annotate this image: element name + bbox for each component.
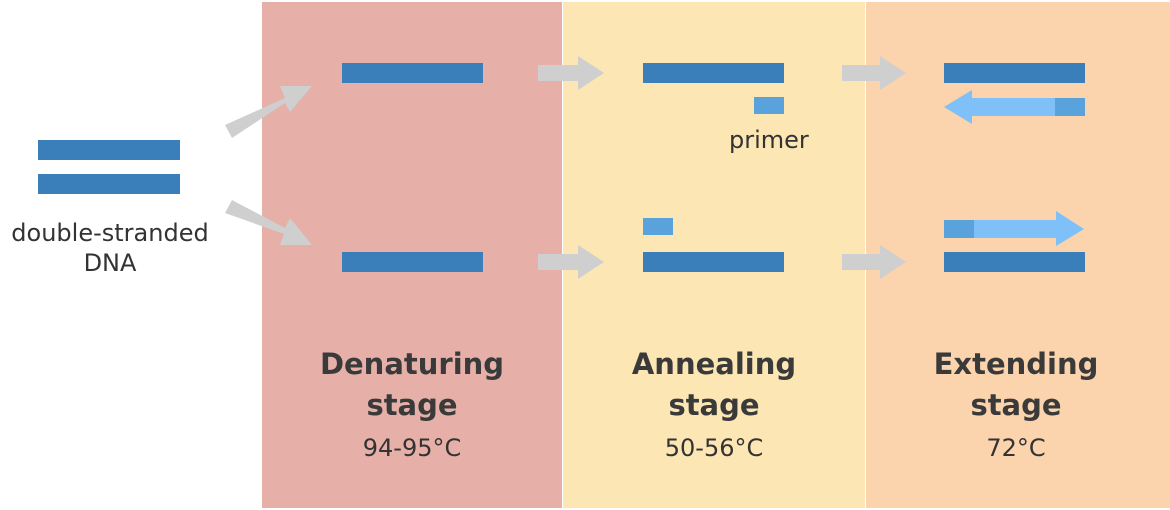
arrow-icon [225,86,312,138]
stage-title-denaturing: Denaturing [319,347,505,381]
anneal-strand-bottom [643,252,784,272]
stage-title-annealing: Annealing [631,347,797,381]
anneal-primer-bottom [643,218,673,235]
denat-strand-top [342,63,483,83]
extend-strand-bottom [944,252,1085,272]
primer-label: primer [729,126,809,154]
denat-strand-bottom [342,252,483,272]
stage-subtitle-denaturing: stage [366,388,458,422]
dna-label-line2: DNA [83,249,137,277]
anneal-primer-top [754,97,784,114]
arrow-icon [842,56,906,90]
dna-label-line1: double-stranded [11,219,209,247]
dna-strand-top [38,140,180,160]
new-strand-right-arrow [944,211,1084,246]
dna-strand-bottom [38,174,180,194]
arrow-icon [538,245,604,279]
new-strand-left-arrow [944,90,1085,124]
stage-title-extending: Extending [933,347,1099,381]
extend-strand-top [944,63,1085,83]
extend-primer-bottom [944,220,974,238]
arrow-icon [842,245,906,279]
stage-subtitle-extending: stage [970,388,1062,422]
arrow-icon [538,56,604,90]
arrow-icon [225,200,312,245]
stage-temp-annealing: 50-56°C [664,434,764,462]
stage-temp-denaturing: 94-95°C [362,434,462,462]
stage-subtitle-annealing: stage [668,388,760,422]
extend-primer-top [1055,98,1085,116]
anneal-strand-top [643,63,784,83]
stage-temp-extending: 72°C [986,434,1046,462]
